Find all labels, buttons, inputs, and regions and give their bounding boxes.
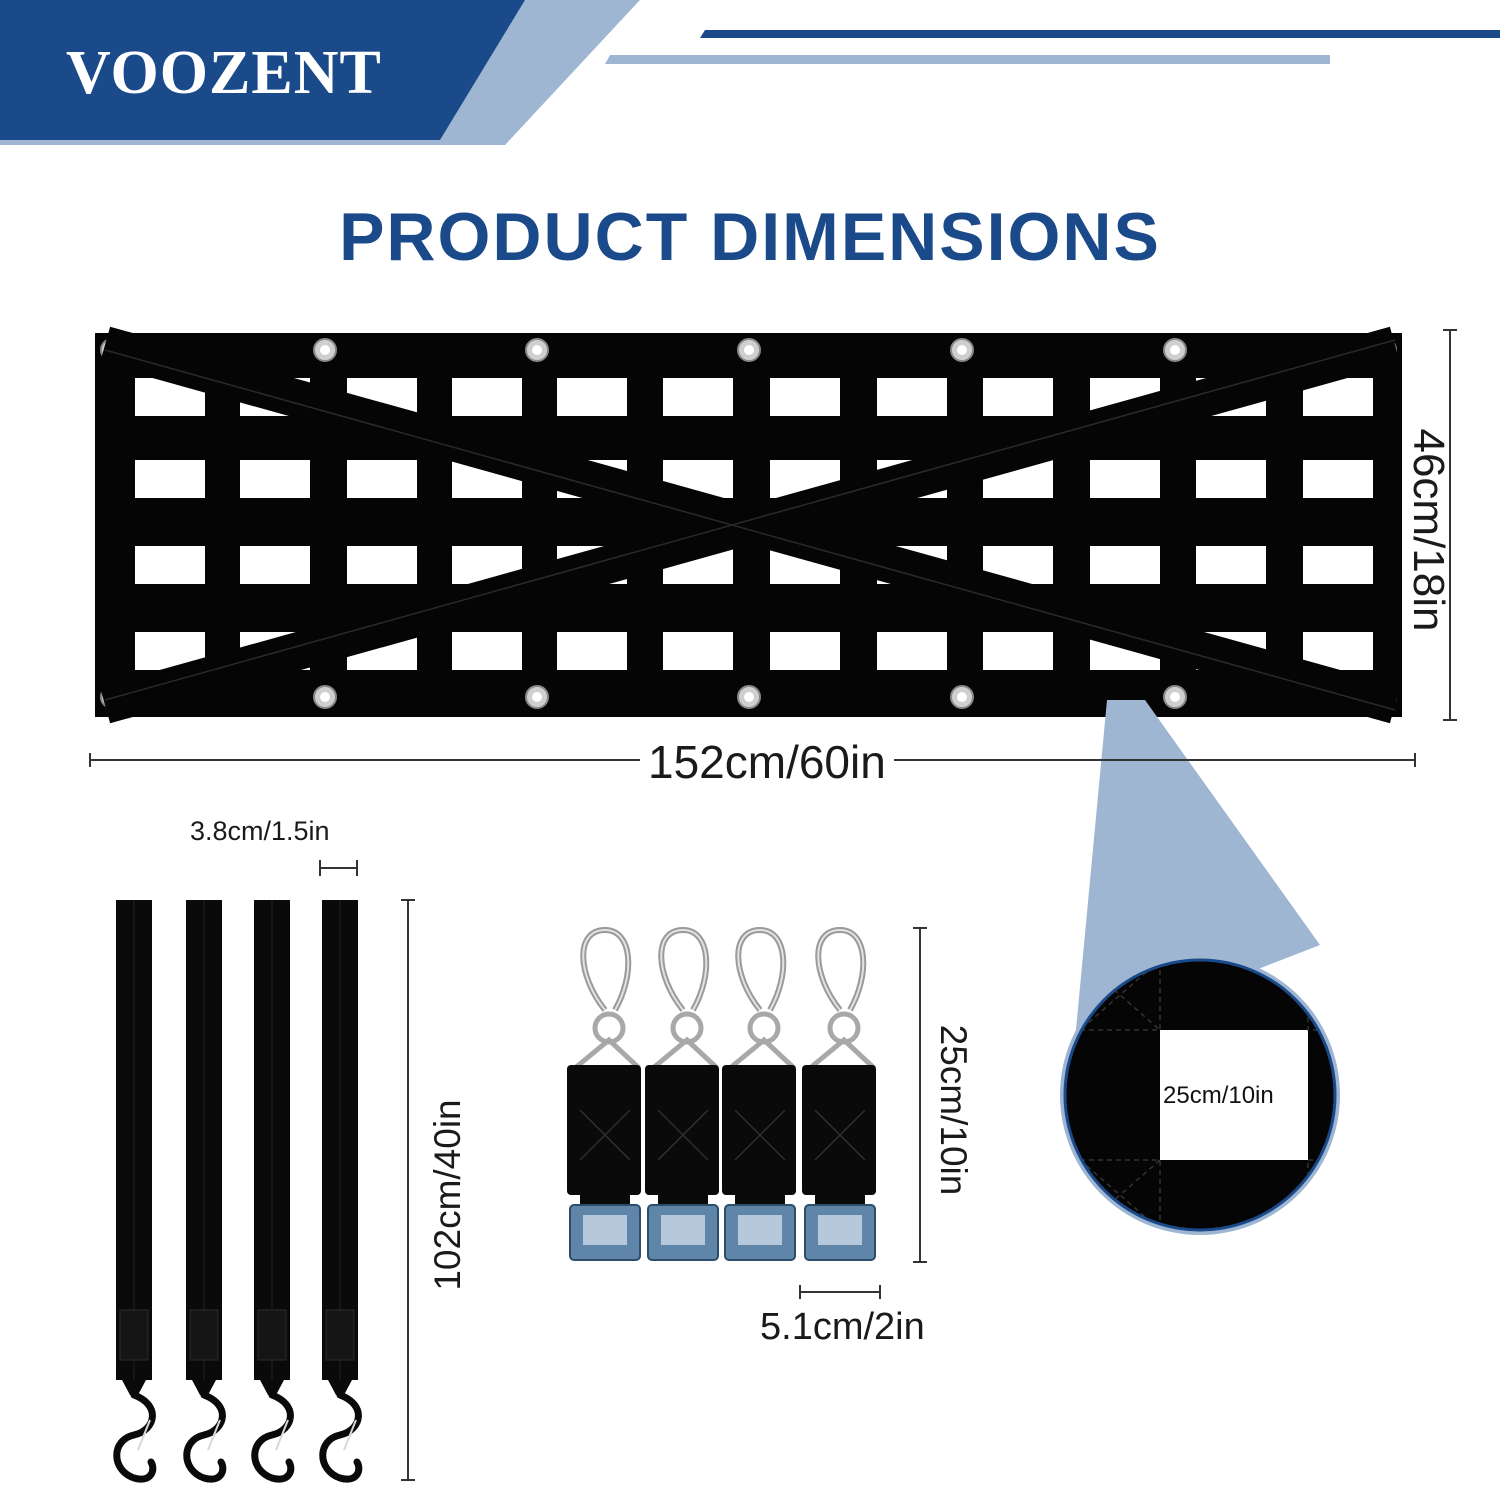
brand-logo: VOOZENT [66,39,382,107]
cell-size-label: 25cm/10in [1163,1082,1274,1109]
net-length-label: 152cm/60in [640,735,894,789]
zoom-callout [1060,700,1340,1235]
net-height-label: 46cm/18in [1404,428,1453,632]
hook-strap-length-label: 25cm/10in [933,1024,974,1196]
page-title: PRODUCT DIMENSIONS [339,199,1161,275]
hook-strap-width-label: 5.1cm/2in [760,1306,925,1348]
cargo-net [95,326,1402,724]
strap-width-label: 3.8cm/1.5in [190,816,330,846]
strap-length-label: 102cm/40in [427,1099,468,1291]
long-straps-with-s-hooks [113,900,363,1483]
ratchet-straps-with-carabiners [567,926,876,1261]
header-banner [0,0,1500,145]
